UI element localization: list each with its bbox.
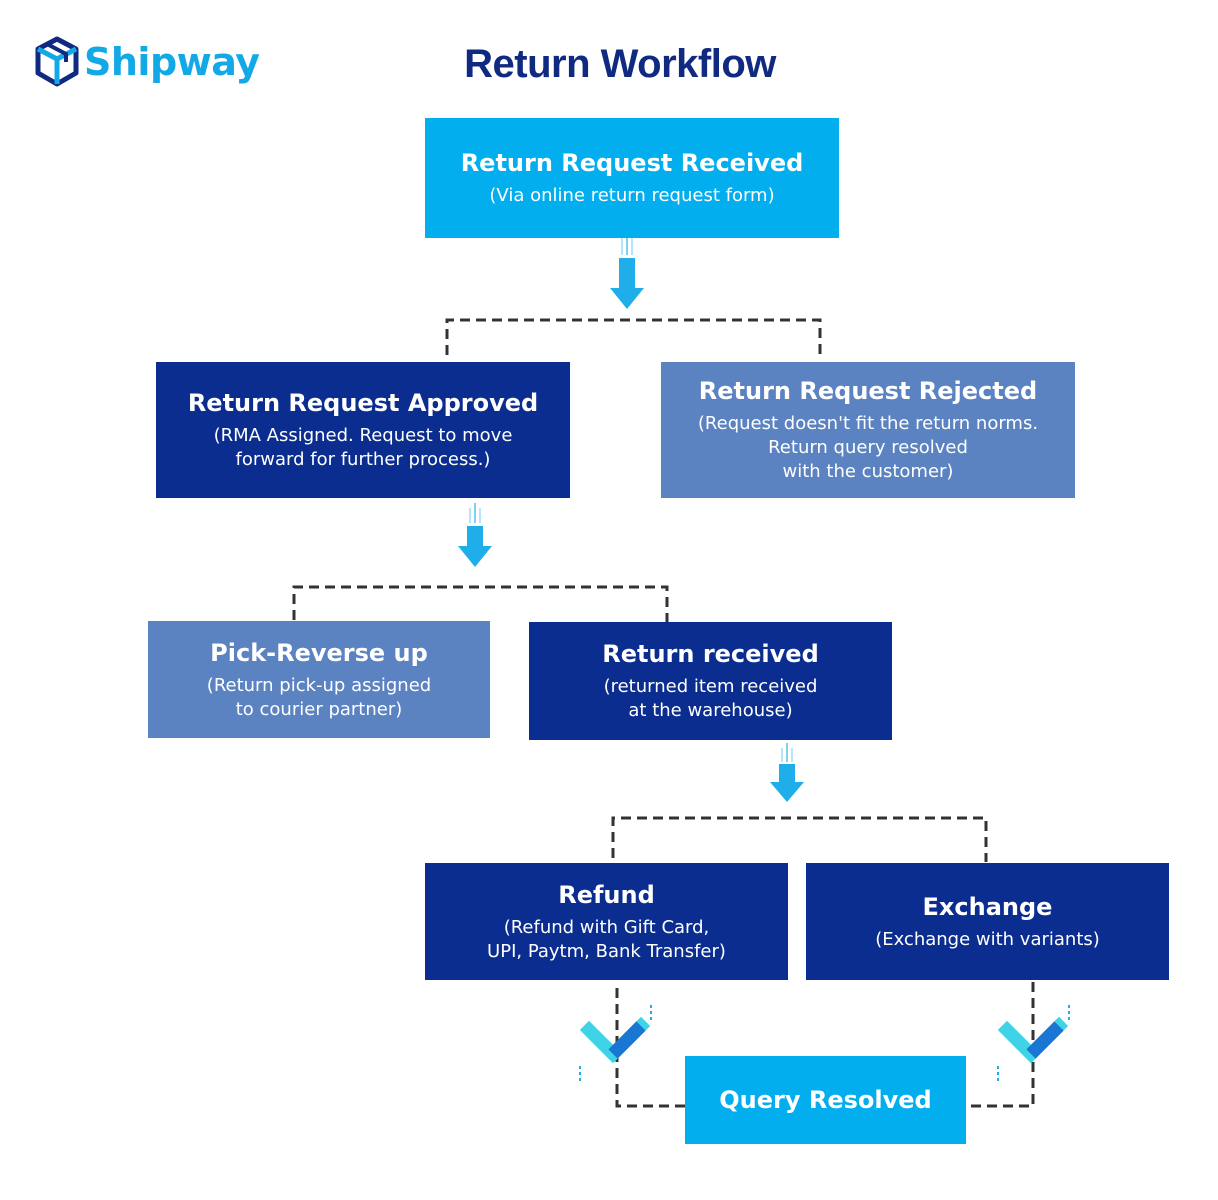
- node-subtitle: (RMA Assigned. Request to move forward f…: [213, 425, 513, 470]
- node-exchange: Exchange (Exchange with variants): [806, 863, 1169, 980]
- page-title: Return Workflow: [464, 42, 776, 86]
- down-arrow-icon: [458, 503, 492, 567]
- node-subtitle: (Return pick-up assigned to courier part…: [206, 674, 432, 720]
- node-subtitle: (Via online return request form): [489, 185, 775, 206]
- node-title: Return Request Rejected: [698, 377, 1038, 405]
- box-logo-icon: [35, 36, 79, 87]
- check-mark-icon: [579, 1005, 652, 1081]
- node-title: Exchange: [922, 892, 1053, 921]
- down-arrow-icon: [770, 743, 804, 802]
- refund-to-resolved-connector: [615, 988, 686, 1108]
- node-title: Return Request Approved: [187, 389, 539, 417]
- node-return-received: Return received (returned item received …: [529, 622, 892, 740]
- node-title: Refund: [558, 880, 655, 909]
- node-subtitle: (Request doesn't fit the return norms. R…: [697, 413, 1039, 482]
- split-connector-3: [611, 816, 988, 862]
- brand-name: Shipway: [84, 40, 260, 84]
- split-connector-1: [445, 318, 822, 360]
- check-mark-icon: [997, 1005, 1070, 1081]
- down-arrow-icon: [610, 232, 644, 309]
- node-return-request-rejected: Return Request Rejected (Request doesn't…: [661, 362, 1075, 498]
- node-return-request-received: Return Request Received (Via online retu…: [425, 118, 839, 238]
- node-title: Return Request Received: [460, 149, 804, 177]
- node-refund: Refund (Refund with Gift Card, UPI, Payt…: [425, 863, 788, 980]
- node-title: Pick-Reverse up: [210, 638, 428, 667]
- shipway-logo: Shipway: [34, 36, 274, 92]
- node-return-request-approved: Return Request Approved (RMA Assigned. R…: [156, 362, 570, 498]
- node-title: Return received: [602, 640, 819, 668]
- split-connector-2: [292, 585, 669, 622]
- node-query-resolved: Query Resolved: [685, 1056, 966, 1144]
- node-subtitle: (returned item received at the warehouse…: [603, 676, 818, 721]
- node-pick-reverse-up: Pick-Reverse up (Return pick-up assigned…: [148, 621, 490, 738]
- node-title: Query Resolved: [719, 1086, 932, 1114]
- node-subtitle: (Exchange with variants): [875, 928, 1100, 950]
- node-subtitle: (Refund with Gift Card, UPI, Paytm, Bank…: [487, 916, 726, 962]
- exchange-to-resolved-connector: [966, 982, 1035, 1108]
